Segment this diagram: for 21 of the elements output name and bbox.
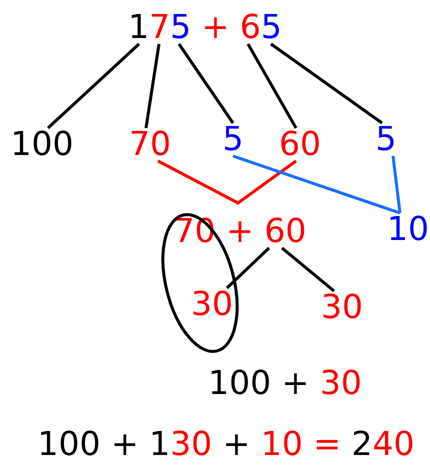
connector-line	[226, 246, 270, 290]
number-text: 30	[191, 285, 233, 323]
connector-line	[246, 43, 298, 129]
number-text: 5	[376, 120, 396, 158]
connector-line	[392, 156, 402, 214]
number-text: 5	[222, 120, 244, 158]
number-text: 10	[387, 210, 429, 248]
number-text: 100	[10, 125, 74, 163]
connector-line	[46, 42, 140, 130]
number-text: 30	[321, 288, 363, 326]
connector-line	[232, 154, 400, 214]
connector-line	[144, 44, 160, 128]
equation-text: 100 + 130 + 10 = 240	[38, 425, 414, 463]
connector-line	[157, 160, 297, 205]
number-text: 175 + 65	[128, 8, 282, 46]
number-text: 70	[129, 125, 171, 163]
number-text: 60	[279, 125, 321, 163]
equation-text: 100 + 30	[208, 364, 362, 402]
connector-line	[270, 42, 383, 124]
connector-line	[281, 246, 335, 292]
connector-line	[178, 43, 234, 124]
